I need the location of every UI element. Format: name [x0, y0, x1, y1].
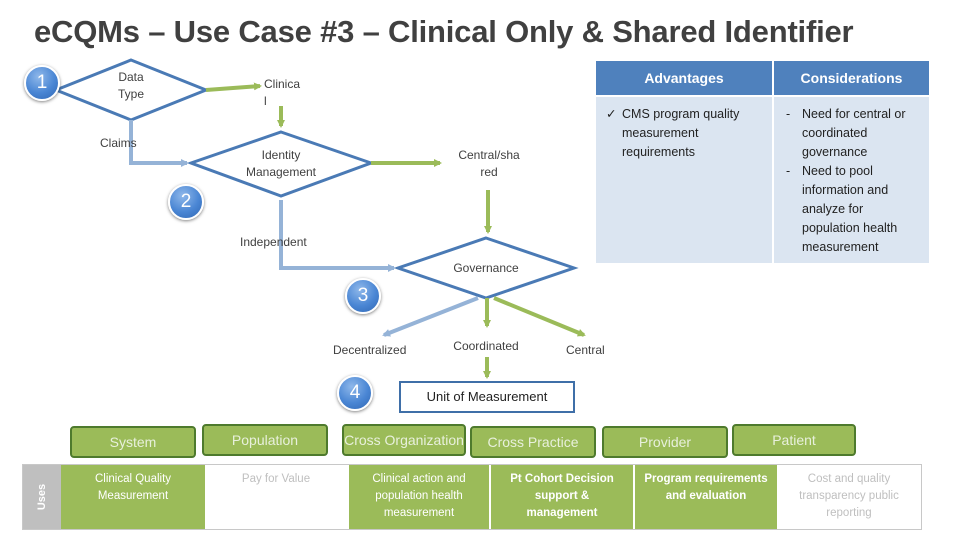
clinical-label: Clinica l: [264, 77, 301, 108]
arrow-to-clinical: [205, 82, 262, 92]
step-badge-4: 4: [337, 375, 373, 411]
use-pt-cohort: Pt Cohort Decision support & management: [491, 465, 633, 529]
use-clinical-action: Clinical action and population health me…: [349, 465, 489, 529]
use-clinical-quality: Clinical Quality Measurement: [61, 465, 205, 529]
pill-system[interactable]: System: [70, 426, 196, 458]
pill-cross-practice[interactable]: Cross Practice: [470, 426, 596, 458]
step-badge-3: 3: [345, 278, 381, 314]
page-title: eCQMs – Use Case #3 – Clinical Only & Sh…: [34, 14, 854, 49]
step-badge-2: 2: [168, 184, 204, 220]
central-label: Central: [566, 343, 605, 357]
uses-row: Uses Clinical Quality Measurement Pay fo…: [22, 464, 922, 530]
use-program-requirements: Program requirements and evaluation: [635, 465, 777, 529]
consideration-item: Need to pool information and analyze for…: [782, 162, 921, 257]
pill-patient[interactable]: Patient: [732, 424, 856, 456]
identity-label: Identity Management: [245, 148, 317, 179]
considerations-header: Considerations: [774, 61, 929, 95]
pill-provider[interactable]: Provider: [602, 426, 728, 458]
identity-diamond: [186, 130, 376, 198]
claims-label: Claims: [100, 136, 137, 150]
use-cost-quality: Cost and quality transparency public rep…: [777, 465, 921, 529]
advantage-item: CMS program quality measurement requirem…: [604, 105, 764, 162]
arrow-independent: [279, 200, 396, 272]
consideration-item: Need for central or coordinated governan…: [782, 105, 921, 162]
coordinated-label: Coordinated: [453, 339, 519, 353]
arrow-decentralized: [382, 296, 479, 337]
arrow-central: [493, 296, 586, 337]
considerations-cell: Need for central or coordinated governan…: [774, 97, 929, 263]
uses-header: Uses: [23, 465, 61, 529]
unit-of-measurement-box: Unit of Measurement: [399, 381, 575, 413]
central-shared-label: Central/sha red: [458, 148, 520, 179]
step-badge-1: 1: [24, 65, 60, 101]
decentralized-label: Decentralized: [333, 343, 407, 357]
independent-label: Independent: [240, 235, 307, 249]
governance-label: Governance: [453, 261, 519, 275]
advantages-cell: CMS program quality measurement requirem…: [596, 97, 772, 263]
pill-cross-organization[interactable]: Cross Organization: [342, 424, 466, 456]
advantages-header: Advantages: [596, 61, 772, 95]
arrow-claims: [129, 120, 189, 167]
data-type-label: Data Type: [117, 70, 144, 101]
advantages-considerations-table: Advantages Considerations CMS program qu…: [594, 59, 931, 265]
use-pay-for-value: Pay for Value: [205, 465, 347, 529]
pill-population[interactable]: Population: [202, 424, 328, 456]
